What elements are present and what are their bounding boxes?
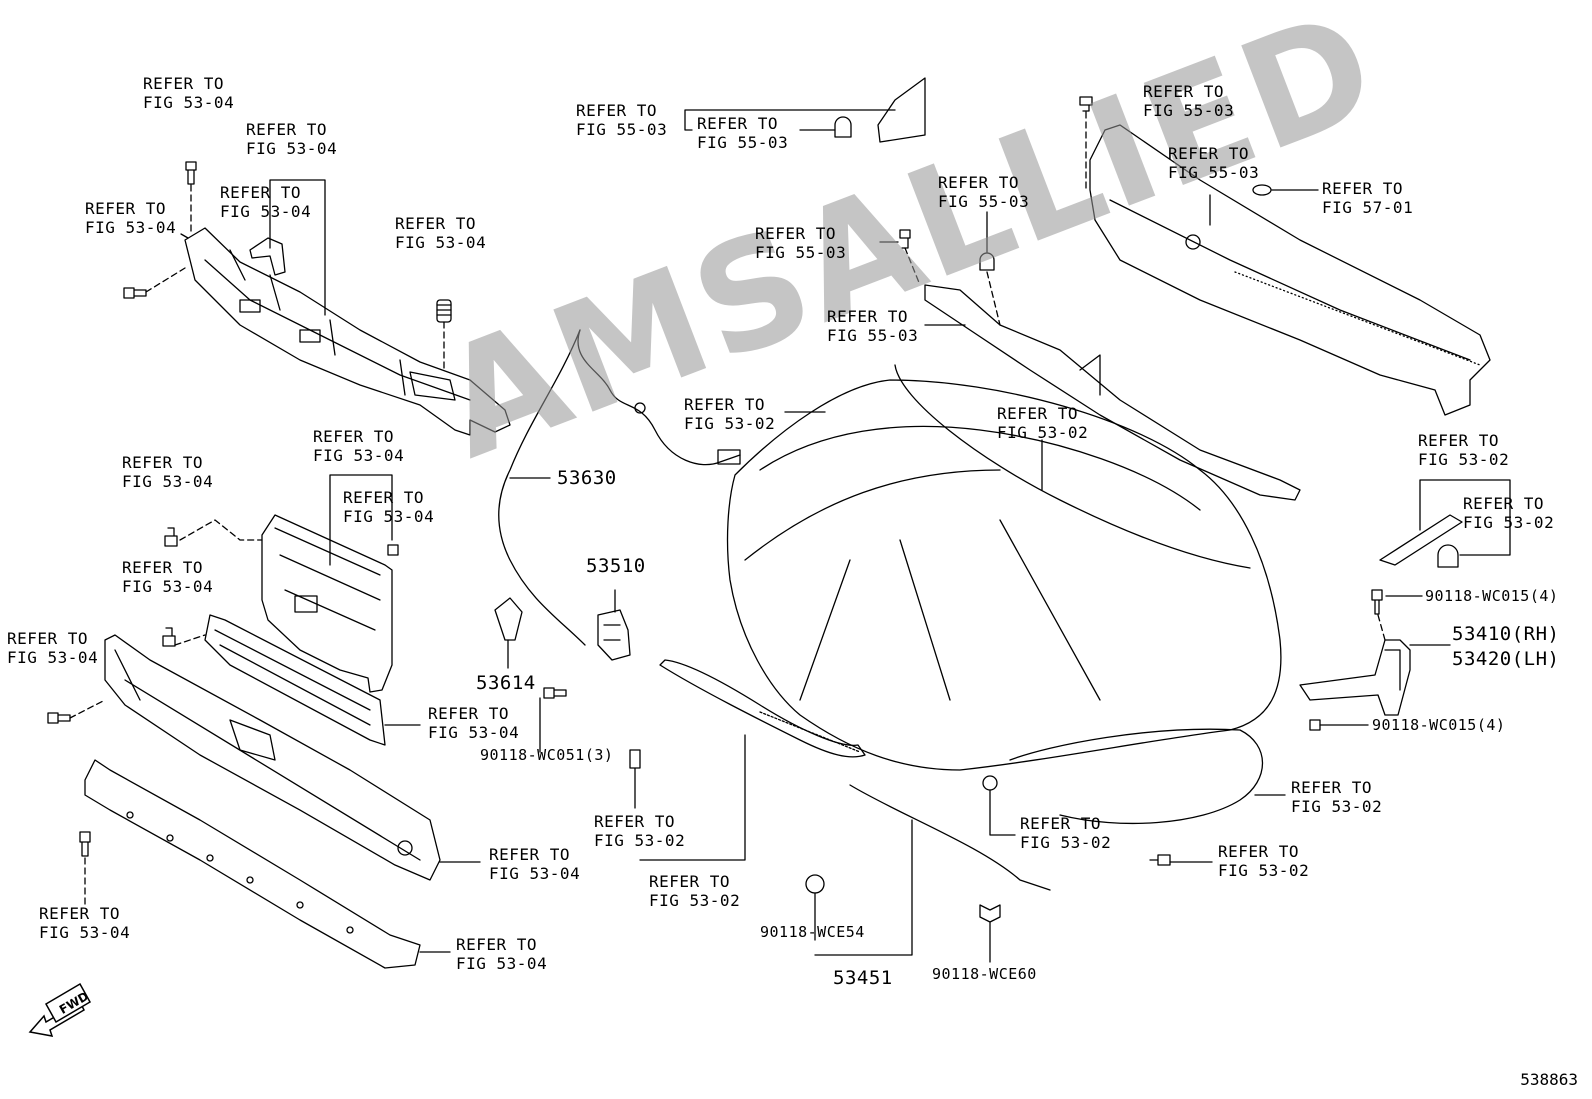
clip-seal [879, 211, 1001, 326]
bolt-bottom-left [79, 831, 91, 906]
hood-front-seal [659, 659, 866, 758]
front-bumper-reinforcement [104, 634, 441, 881]
air-guide-panel [261, 514, 393, 693]
hood-lock-control [494, 597, 523, 641]
ref-label: REFER TO FIG 53-02 [1418, 431, 1510, 469]
part-number-53451: 53451 [833, 967, 893, 989]
ref-label: REFER TO FIG 53-02 [684, 395, 776, 433]
ref-label: REFER TO FIG 53-02 [1020, 814, 1112, 852]
ref-label: REFER TO FIG 53-02 [1291, 778, 1383, 816]
bolt-hinge [1309, 589, 1451, 731]
part-number-wc015: 90118-WC015(4) [1425, 587, 1559, 605]
ref-label: REFER TO FIG 55-03 [697, 114, 789, 152]
ref-label: REFER TO FIG 53-04 [220, 183, 312, 221]
clip-left [162, 527, 399, 647]
ref-label: REFER TO FIG 55-03 [755, 224, 847, 262]
hood-panel [726, 379, 1282, 825]
bolt-wc051 [539, 687, 567, 753]
ref-label: REFER TO FIG 53-04 [39, 904, 131, 942]
forward-arrow-icon: FWD [28, 982, 91, 1037]
clip-hood [629, 749, 1286, 963]
ref-label: REFER TO FIG 53-04 [428, 704, 520, 742]
part-number-53630: 53630 [557, 467, 617, 489]
ref-label: REFER TO FIG 53-02 [649, 872, 741, 910]
hood-weatherstrip [894, 364, 1251, 569]
cowl-seal [924, 284, 1301, 501]
part-number-wc015: 90118-WC015(4) [1372, 716, 1506, 734]
ref-label: REFER TO FIG 53-02 [1463, 494, 1555, 532]
ref-label: REFER TO FIG 55-03 [827, 307, 919, 345]
part-number-53420: 53420(LH) [1452, 648, 1560, 670]
leader-lines [1419, 479, 1511, 556]
part-number-53614: 53614 [476, 672, 536, 694]
ref-label: REFER TO FIG 53-04 [395, 214, 487, 252]
lower-cross-member [84, 759, 421, 969]
part-number-53410: 53410(RH) [1452, 623, 1560, 645]
ref-label: REFER TO FIG 55-03 [1168, 144, 1260, 182]
hood-bumper [436, 299, 452, 373]
hood-release-cable [498, 329, 741, 646]
ref-label: REFER TO FIG 53-02 [997, 404, 1089, 442]
ref-label: REFER TO FIG 53-04 [122, 453, 214, 491]
ref-label: REFER TO FIG 53-04 [85, 199, 177, 237]
leader-lines [269, 179, 326, 316]
ref-label: REFER TO FIG 53-04 [246, 120, 338, 158]
ref-label: REFER TO FIG 53-04 [313, 427, 405, 465]
ref-label: REFER TO FIG 53-04 [343, 488, 435, 526]
cowl-side-bracket [834, 77, 926, 143]
part-number-53510: 53510 [586, 555, 646, 577]
ref-label: REFER TO FIG 57-01 [1322, 179, 1414, 217]
ref-label: REFER TO FIG 55-03 [576, 101, 668, 139]
ref-label: REFER TO FIG 53-04 [143, 74, 235, 112]
cowl-louver [1089, 124, 1491, 416]
upper-radiator-support [184, 227, 511, 436]
grille-seal [204, 614, 386, 746]
leader-lines [639, 734, 746, 861]
part-number-wce54: 90118-WCE54 [760, 923, 865, 941]
part-number-wc051: 90118-WC051(3) [480, 746, 614, 764]
hood-lock [597, 609, 631, 661]
hood-side-seal [1379, 514, 1463, 568]
ref-label: REFER TO FIG 55-03 [1143, 82, 1235, 120]
leader-lines [329, 474, 393, 566]
part-number-wce60: 90118-WCE60 [932, 965, 1037, 983]
ref-label: REFER TO FIG 53-02 [1218, 842, 1310, 880]
ref-label: REFER TO FIG 53-04 [122, 558, 214, 596]
hood-support-rod [849, 784, 1051, 891]
ref-label: REFER TO FIG 53-02 [594, 812, 686, 850]
ref-label: REFER TO FIG 53-04 [456, 935, 548, 973]
leader-lines [684, 109, 896, 131]
ref-label: REFER TO FIG 55-03 [938, 173, 1030, 211]
ref-label: REFER TO FIG 53-04 [7, 629, 99, 667]
ref-label: REFER TO FIG 53-04 [489, 845, 581, 883]
hood-hinge [1299, 639, 1411, 716]
bolt-lower-left [47, 699, 106, 724]
clip-cowl [1079, 96, 1319, 196]
diagram-number: 538863 [1520, 1070, 1578, 1089]
bolt-upper-left [123, 161, 197, 299]
